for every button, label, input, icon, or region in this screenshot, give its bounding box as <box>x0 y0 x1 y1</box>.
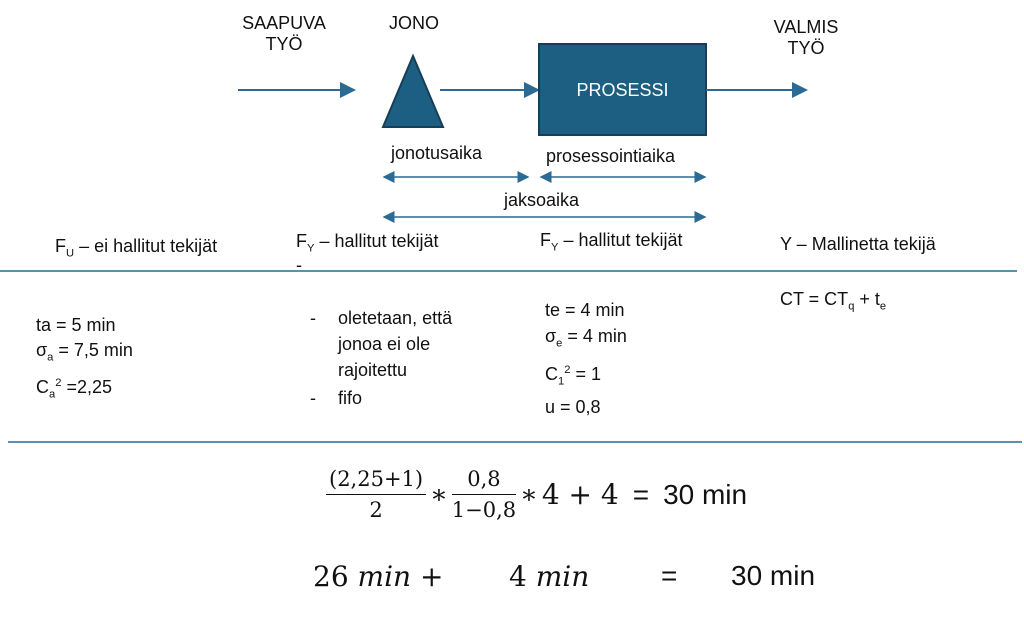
factor-sub: Y <box>551 241 559 254</box>
sigma-symbol: σ <box>36 340 48 360</box>
ct-sub-e: e <box>879 300 887 313</box>
factor-sub: Y <box>307 242 315 255</box>
factor-prefix: F <box>55 236 66 256</box>
fraction-denominator: 2 <box>369 498 383 522</box>
formula-main: (2,25+1) 2 ∗ 0,8 1−0,8 ∗ 4 + 4 = 30 min <box>326 467 747 522</box>
c-sup: 2 <box>564 363 571 376</box>
te-value: te = 4 min <box>545 300 625 320</box>
formula-summary-equals: = <box>661 560 678 591</box>
fraction-denominator: 1−0,8 <box>451 498 517 522</box>
queue-time-value: 26 <box>313 560 349 593</box>
sigma-symbol: σ <box>545 326 557 346</box>
formula-summary-mid: 4 min <box>509 560 589 593</box>
bullet-dash: - <box>310 308 316 328</box>
factor-text: – hallitut tekijät <box>314 231 439 251</box>
cycle-time-formula: CT = CTq + te <box>780 289 886 318</box>
process-time-label: prosessointiaika <box>546 146 676 166</box>
fraction-variability: (2,25+1) 2 <box>326 467 427 522</box>
incoming-label-line2: TYÖ <box>265 34 303 54</box>
process-time-value: 4 <box>509 560 527 593</box>
plus-sign: + <box>420 560 444 593</box>
formula-summary-result: 30 min <box>731 560 816 591</box>
ct-plus: + t <box>854 289 880 309</box>
multiply-operator: ∗ <box>430 479 448 510</box>
done-work-label: VALMIS TYÖ <box>752 17 860 59</box>
ta-value: ta = 5 min <box>36 315 116 335</box>
c-rest: = 1 <box>570 363 601 384</box>
formula-result: 30 min <box>663 478 748 510</box>
bullet-line: jonoa ei ole <box>338 334 431 354</box>
c-sub: 1 <box>558 375 565 388</box>
fraction-numerator: 0,8 <box>451 467 517 495</box>
fifo-bullet: - fifo <box>310 385 362 411</box>
sigma-rest: = 7,5 min <box>53 340 133 360</box>
c-symbol: C <box>36 376 49 397</box>
bullet-line: oletetaan, että <box>338 308 453 328</box>
equals-sign: = <box>632 478 650 510</box>
assumption-bullet: - oletetaan, että jonoa ei ole rajoitett… <box>310 305 452 383</box>
queue-time-label: jonotusaika <box>391 143 483 163</box>
process-box <box>538 43 707 136</box>
controlled-values: te = 4 min σe = 4 min C12 = 1 u = 0,8 <box>545 297 627 420</box>
u-value: u = 0,8 <box>545 397 601 418</box>
factor-prefix: F <box>296 231 307 251</box>
incoming-work-label: SAAPUVA TYÖ <box>228 13 340 55</box>
fraction-utilization: 0,8 1−0,8 <box>451 467 517 522</box>
factor-header-model: Y – Mallinetta tekijä <box>780 234 936 254</box>
factor-header-controlled-2: FY – hallitut tekijät <box>540 230 683 259</box>
done-label-line2: TYÖ <box>787 38 825 58</box>
ct-text: CT = CT <box>780 289 849 309</box>
sigma-a-value: σa = 7,5 min <box>36 338 133 371</box>
factor-header-dash: - <box>296 255 302 275</box>
bullet-line: rajoitettu <box>338 360 408 380</box>
bullet-line: fifo <box>338 388 363 408</box>
factor-sub: U <box>66 247 75 260</box>
queue-triangle <box>381 53 445 128</box>
multiply-operator: ∗ <box>520 479 538 510</box>
uncontrolled-values: ta = 5 min σa = 7,5 min Ca2 =2,25 <box>36 313 133 407</box>
c-rest: =2,25 <box>61 376 112 397</box>
sigma-rest: = 4 min <box>562 326 627 346</box>
factor-text: – ei hallitut tekijät <box>74 236 218 256</box>
cycle-time-label: jaksoaika <box>504 190 580 210</box>
formula-tail: 4 + 4 <box>541 478 619 511</box>
sigma-sub: e <box>556 337 563 350</box>
c-symbol: C <box>545 363 558 384</box>
sigma-e-value: σe = 4 min <box>545 323 627 357</box>
factor-header-uncontrolled: FU – ei hallitut tekijät <box>55 236 217 265</box>
unit-min: min <box>535 560 590 593</box>
c12-value: C12 = 1 <box>545 357 627 395</box>
factor-header-controlled-1: FY – hallitut tekijät <box>296 231 439 260</box>
factor-prefix: F <box>540 230 551 250</box>
sigma-sub: a <box>47 351 54 364</box>
formula-summary-left: 26 min + <box>313 560 443 593</box>
ca2-value: Ca2 =2,25 <box>36 371 133 408</box>
ct-sub-q: q <box>848 300 855 313</box>
c-sup: 2 <box>55 376 62 389</box>
unit-min: min <box>357 560 412 593</box>
incoming-label-line1: SAAPUVA <box>242 13 326 33</box>
c-sub: a <box>49 388 56 401</box>
factor-text: – hallitut tekijät <box>558 230 683 250</box>
bullet-dash: - <box>310 388 316 408</box>
fraction-numerator: (2,25+1) <box>326 467 427 495</box>
queue-label: JONO <box>389 13 440 33</box>
process-label: PROSESSI <box>576 80 669 100</box>
done-label-line1: VALMIS <box>773 17 839 37</box>
